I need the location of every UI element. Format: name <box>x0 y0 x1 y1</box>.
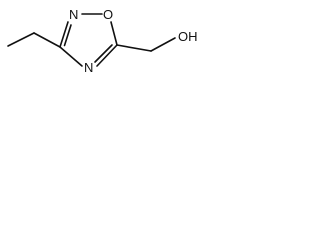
structure-canvas: N O N OH <box>0 0 218 81</box>
bond-c5-n4-double <box>94 44 113 63</box>
ring-oxygen-label: O <box>103 7 113 22</box>
bond-c3-n2-double <box>63 24 72 47</box>
bond-ch2-oh <box>150 37 176 52</box>
hydroxyl-label: OH <box>178 29 198 44</box>
bond-c5-ch2 <box>116 44 152 52</box>
ring-nitrogen-top-label: N <box>69 7 78 22</box>
ring-nitrogen-bottom-label: N <box>84 60 93 75</box>
bond-c5-n4 <box>96 44 118 67</box>
molecule-diagram: N O N OH <box>7 7 198 75</box>
bond-ethyl-terminal <box>7 32 35 47</box>
bond-c3-n2 <box>59 21 69 48</box>
bond-n4-c3 <box>59 46 83 67</box>
bond-o1-c5 <box>110 21 118 46</box>
bond-ethyl-to-ring <box>33 32 61 48</box>
